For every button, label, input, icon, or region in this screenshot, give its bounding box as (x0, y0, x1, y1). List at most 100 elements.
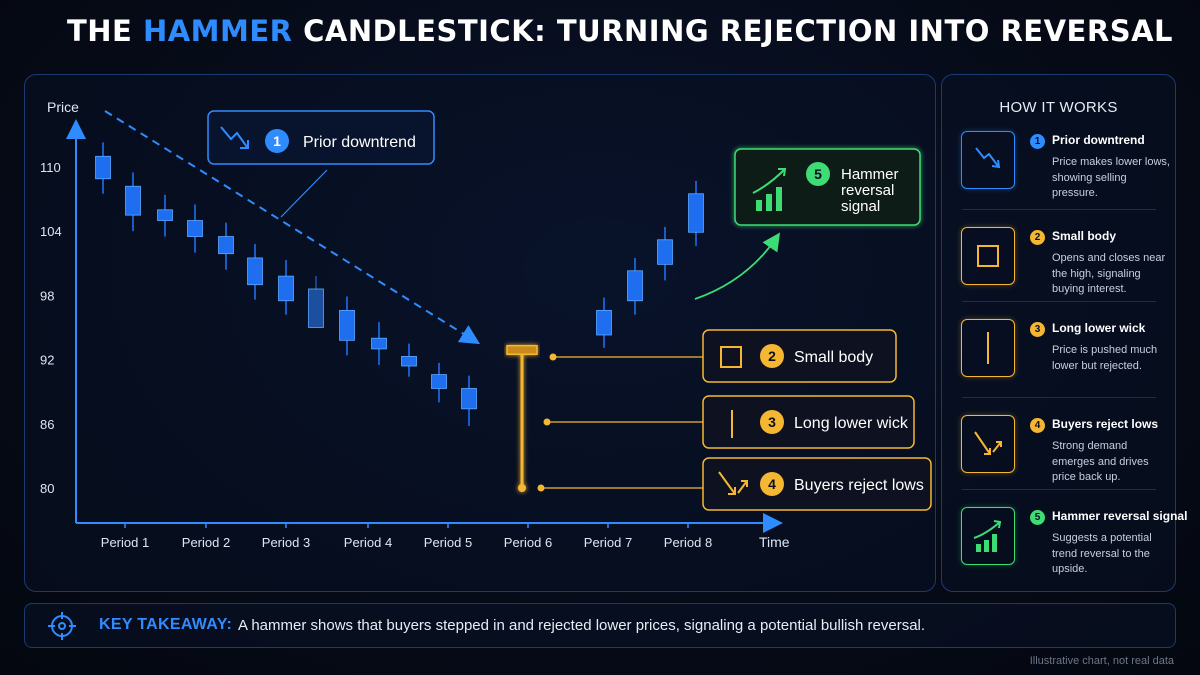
callout-prior-downtrend: 1 Prior downtrend (207, 110, 435, 165)
downtrend-icon (975, 147, 1001, 169)
callout-label-line: reversal (841, 182, 894, 199)
downtrend-candle (187, 204, 203, 253)
title-highlight: HAMMER (142, 14, 293, 48)
step-title: Buyers reject lows (1052, 417, 1159, 431)
candle-body (431, 374, 447, 389)
candle-body (157, 209, 173, 221)
downtrend-icon (220, 126, 248, 148)
step-description: Opens and closes near the high, signalin… (1052, 252, 1166, 295)
callout-label-line: signal (841, 198, 880, 215)
callout-4: 4 Buyers reject lows (702, 457, 932, 511)
candle-body (278, 275, 294, 302)
candle-body (218, 236, 234, 255)
callout-label: Buyers reject lows (794, 477, 924, 494)
downtrend-candle (308, 276, 324, 328)
step-title: Small body (1052, 229, 1117, 243)
candle-body (125, 185, 141, 216)
downtrend-candle (157, 194, 173, 237)
downtrend-candle (431, 362, 447, 403)
step-title: Hammer reversal signal (1052, 509, 1188, 523)
uptrend-candle (657, 226, 673, 281)
step-divider (962, 209, 1156, 210)
callout-label: Long lower wick (794, 415, 909, 432)
step-title: Prior downtrend (1052, 133, 1145, 147)
downtrend-candle (218, 222, 234, 270)
x-tick-label: Period 4 (344, 535, 392, 550)
downtrend-candle (278, 260, 294, 315)
callout-box (207, 110, 435, 165)
callout-number: 1 (273, 133, 281, 149)
x-axis-label: Time (759, 534, 790, 550)
uptrend-candle (596, 297, 612, 348)
candle-body (339, 309, 355, 341)
callout-icon (718, 471, 748, 495)
how-step-4: 4 Buyers reject lows Strong demand emerg… (942, 409, 1175, 504)
step-number: 3 (1030, 322, 1045, 337)
takeaway-text: A hammer shows that buyers stepped in an… (238, 617, 926, 634)
step-icon-box (961, 131, 1015, 189)
step-number: 5 (1030, 510, 1045, 525)
candle-body (95, 155, 111, 180)
x-tick-label: Period 3 (262, 535, 310, 550)
step-description: Strong demand emerges and drives price b… (1052, 440, 1149, 483)
candle-body (627, 270, 643, 302)
hammer-body (506, 344, 538, 356)
callout-anchor-dot (537, 484, 545, 492)
callout-number-badge (760, 472, 784, 496)
step-number: 2 (1030, 230, 1045, 245)
callout-number: 3 (768, 414, 776, 430)
how-step-2: 2 Small body Opens and closes near the h… (942, 221, 1175, 316)
candle-body (308, 288, 324, 328)
downtrend-candle (461, 375, 477, 426)
downtrend-candle (401, 343, 417, 377)
y-axis-label: Price (47, 99, 79, 115)
hammer-low-dot (518, 484, 526, 492)
candle-body (461, 388, 477, 410)
step-divider (962, 301, 1156, 302)
downtrend-arrow (104, 110, 481, 345)
callout-box (702, 457, 932, 511)
candle-body (371, 337, 387, 350)
callout-anchor-dot (543, 418, 551, 426)
hammer-candle (506, 344, 538, 492)
callout-number-badge (760, 344, 784, 368)
y-tick-label: 80 (40, 481, 54, 496)
reject-arrows-icon (974, 431, 1002, 455)
callout-anchor-dot (549, 353, 557, 361)
how-step-1: 1 Prior downtrend Price makes lower lows… (942, 125, 1175, 220)
callout-label: Small body (794, 349, 873, 366)
candle-body (657, 239, 673, 265)
y-tick-label: 104 (40, 224, 62, 239)
callout-label-line: Hammer (841, 166, 899, 183)
step-number: 4 (1030, 418, 1045, 433)
square-icon (977, 245, 999, 267)
x-tick-label: Period 7 (584, 535, 632, 550)
x-tick-label: Period 1 (101, 535, 149, 550)
step-divider (962, 489, 1156, 490)
takeaway-label: KEY TAKEAWAY: (99, 616, 233, 633)
y-tick-label: 92 (40, 353, 54, 368)
step-icon-box (961, 415, 1015, 473)
downtrend-candle (247, 244, 263, 300)
bullish-chart-icon (973, 520, 1002, 552)
x-tick-label: Period 6 (504, 535, 552, 550)
y-tick-label: 98 (40, 288, 54, 303)
x-tick-label: Period 5 (424, 535, 472, 550)
callout-label: Prior downtrend (303, 134, 416, 151)
y-tick-label: 86 (40, 417, 54, 432)
candle-body (187, 220, 203, 237)
x-tick-label: Period 2 (182, 535, 230, 550)
callout-box (702, 329, 897, 383)
uptrend-candle (688, 180, 704, 247)
callout-box (702, 395, 915, 449)
footnote: Illustrative chart, not real data (1029, 655, 1174, 667)
downtrend-icon-head (240, 140, 249, 149)
callout-number: 4 (768, 476, 776, 492)
target-icon (48, 612, 76, 640)
step-divider (962, 397, 1156, 398)
callout-number-badge (806, 162, 830, 186)
